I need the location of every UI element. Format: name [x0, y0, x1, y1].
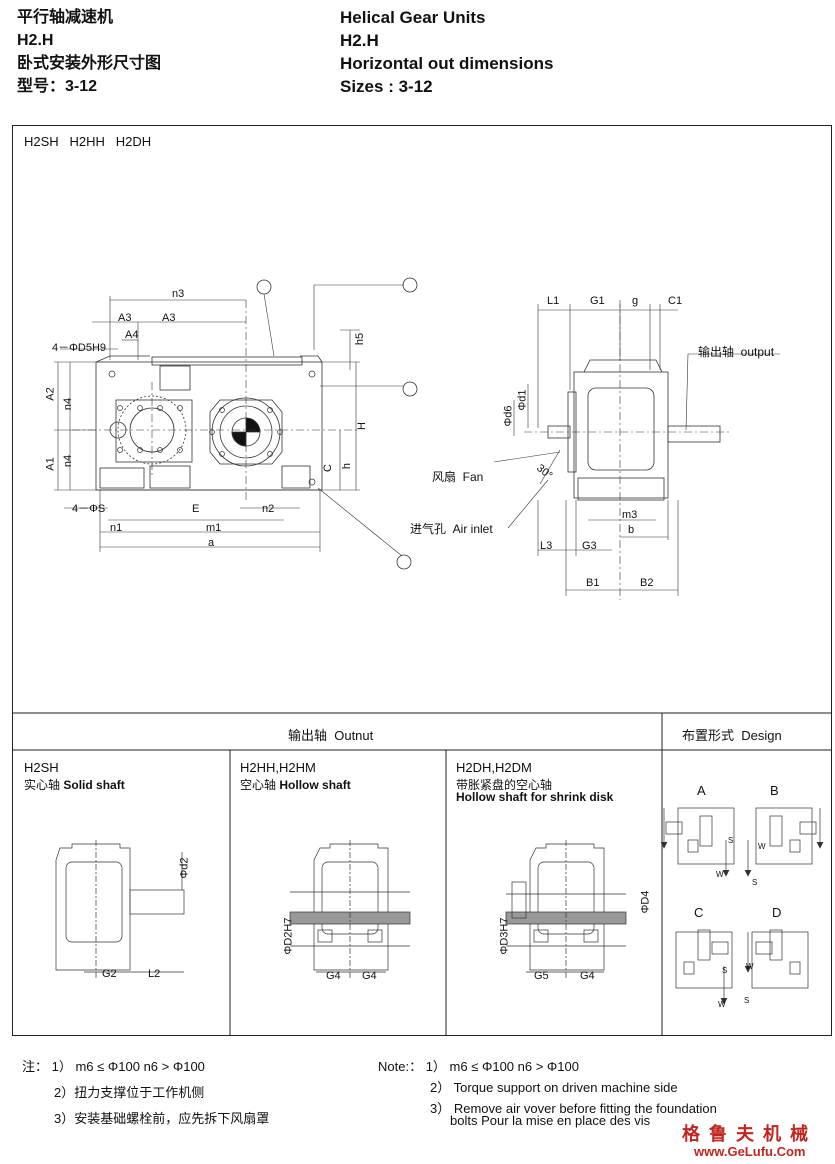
col3-dim-G4: G4: [580, 970, 595, 982]
note-cn-1: 注： 1） m6 ≤ Φ100 n6 > Φ100: [22, 1056, 205, 1075]
note-en-1: Note:： 1） m6 ≤ Φ100 n6 > Φ100: [378, 1056, 579, 1075]
dim-A4: A4: [125, 329, 139, 341]
drawing-frame: [12, 125, 832, 1036]
dim-b: b: [628, 524, 635, 536]
dim-B2: B2: [640, 577, 654, 589]
dim-L3: L3: [540, 540, 553, 552]
design-C-label: C: [694, 905, 704, 920]
header-en-model: H2.H: [340, 31, 379, 50]
note-cn-item-2: 2）扭力支撑位于工作机侧: [54, 1085, 205, 1100]
types-label: H2SH H2HH H2DH: [24, 134, 152, 149]
design-A-label: A: [697, 783, 706, 798]
header-cn-model: H2.H: [17, 32, 54, 49]
header-en-title: Helical Gear Units: [340, 8, 486, 27]
col2-desc-en: Hollow shaft: [279, 778, 351, 792]
design-D-drawing: [744, 929, 809, 989]
output-section-title: 输出轴 Outnut: [288, 728, 374, 743]
design-A-w: W: [716, 870, 724, 879]
design-B-s: S: [752, 878, 758, 887]
col1-desc-en: Solid shaft: [63, 778, 125, 792]
header-en: Helical Gear Units H2.H Horizontal out d…: [340, 6, 553, 98]
col1-dim-G2: G2: [102, 968, 117, 980]
note-en-item-1: 1） m6 ≤ Φ100 n6 > Φ100: [425, 1059, 579, 1074]
callout-fan: 风扇 Fan: [432, 470, 484, 484]
col2-desc: 空心轴 Hollow shaft: [240, 776, 351, 793]
design-D-label: D: [772, 905, 782, 920]
design-C-s: S: [722, 966, 728, 975]
header-cn-subtitle: 卧式安装外形尺寸图: [17, 55, 162, 72]
dim-s: 4－ΦS: [72, 503, 106, 515]
dim-C1: C1: [668, 295, 683, 307]
dim-L1: L1: [547, 295, 560, 307]
design-C-w: W: [718, 1000, 726, 1009]
dim-B1: B1: [586, 577, 600, 589]
header-cn-title: 平行轴减速机: [17, 9, 114, 26]
callout-output: 输出轴 output: [698, 345, 775, 359]
header-cn-sizes: 型号：3-12: [17, 78, 98, 95]
design-B-drawing: [744, 807, 824, 877]
dim-n2: n2: [262, 503, 275, 515]
note-cn-item-1: 1） m6 ≤ Φ100 n6 > Φ100: [51, 1059, 205, 1074]
col3-code: H2DH,H2DM: [456, 760, 532, 775]
callout-air-inlet: 进气孔 Air inlet: [410, 522, 493, 536]
col1-code: H2SH: [24, 760, 59, 775]
note-en-item-3-cont: bolts Pour la mise en place des vis: [450, 1113, 651, 1128]
dim-a: a: [208, 537, 215, 549]
note-cn-item-3: 3）安装基础螺栓前，应先拆下风扇罩: [54, 1111, 270, 1126]
design-A-drawing: [660, 807, 735, 877]
dim-n3: n3: [172, 288, 185, 300]
dim-A3-left: A3: [118, 312, 132, 324]
side-view-drawing: [493, 300, 780, 600]
design-B-w: W: [758, 842, 766, 851]
design-A-s: S: [728, 836, 734, 845]
col1-desc-cn: 实心轴: [24, 778, 61, 792]
col3-desc-en: Hollow shaft for shrink disk: [456, 790, 614, 804]
watermark-url: www.GeLufu.Com: [694, 1144, 806, 1159]
note-cn-prefix: 注：: [22, 1059, 49, 1074]
dim-G3: G3: [582, 540, 597, 552]
col1-dim-L2: L2: [148, 968, 161, 980]
col2-dim-G4-left: G4: [326, 970, 341, 982]
col3-desc-cn: 带胀紧盘的空心轴: [456, 778, 553, 792]
design-section-title: 布置形式 Design: [682, 728, 782, 743]
col2-dim-G4-right: G4: [362, 970, 377, 982]
dim-n1: n1: [110, 522, 123, 534]
design-D-w: W: [746, 962, 754, 971]
header-en-sizes: Sizes : 3-12: [340, 77, 433, 96]
watermark-cn: 格 鲁 夫 机 械: [682, 1124, 811, 1144]
design-B-label: B: [770, 783, 779, 798]
col1-desc: 实心轴 Solid shaft: [24, 776, 125, 793]
dim-A3-right: A3: [162, 312, 176, 324]
note-en-item-3: 3） Remove air vover before fitting the f…: [430, 1101, 717, 1116]
dim-E: E: [192, 503, 200, 515]
note-en-prefix: Note:：: [378, 1059, 423, 1074]
dim-m1: m1: [206, 522, 222, 534]
header-en-subtitle: Horizontal out dimensions: [340, 54, 554, 73]
header-cn: 平行轴减速机 H2.H 卧式安装外形尺寸图 型号：3-12: [17, 6, 161, 98]
dim-d5h9: 4－ΦD5H9: [52, 342, 107, 354]
col2-desc-cn: 空心轴: [240, 778, 277, 792]
design-D-s: S: [744, 996, 750, 1005]
dim-g: g: [632, 295, 639, 307]
dim-m3: m3: [622, 509, 638, 521]
note-en-item-2: 2） Torque support on driven machine side: [430, 1080, 678, 1095]
front-view-drawing: [54, 277, 418, 570]
col3-dim-G5: G5: [534, 970, 549, 982]
col2-code: H2HH,H2HM: [240, 760, 316, 775]
design-C-drawing: [675, 929, 733, 1005]
dim-G1: G1: [590, 295, 605, 307]
